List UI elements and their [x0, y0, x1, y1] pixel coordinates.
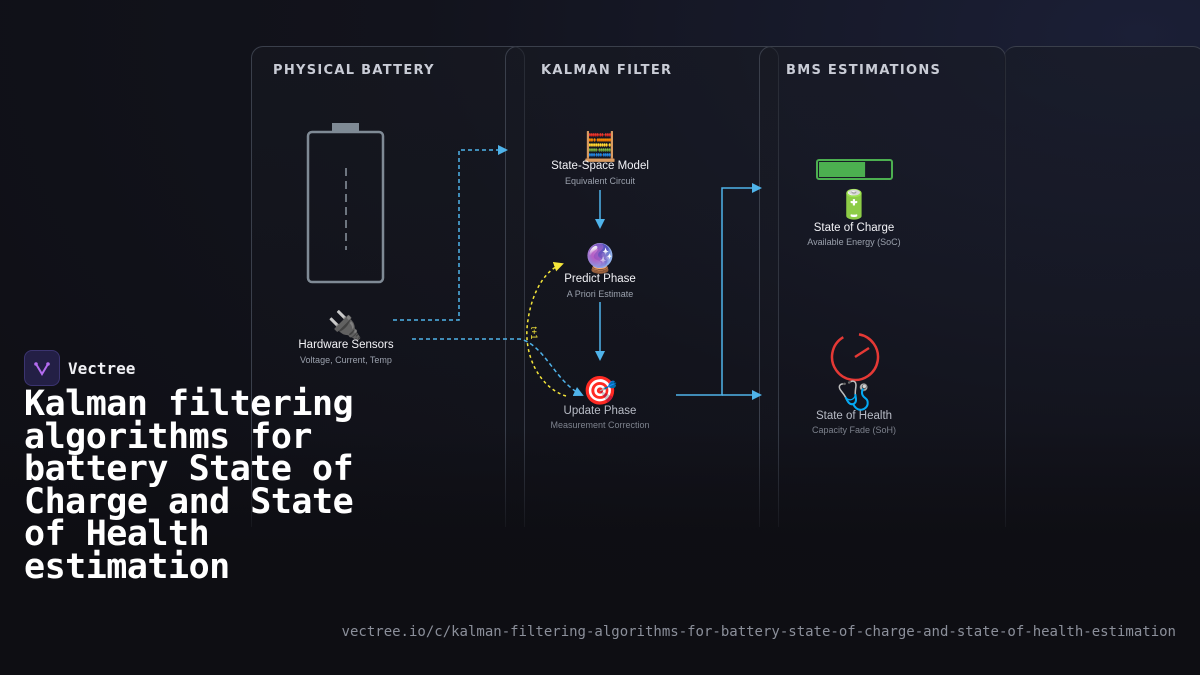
node-label: Predict Phase: [564, 273, 636, 285]
page-url: vectree.io/c/kalman-filtering-algorithms…: [341, 624, 1176, 640]
abacus-icon: 🧮: [583, 130, 618, 163]
update-node: 🎯 Update Phase Measurement Correction: [550, 374, 649, 430]
crystal-ball-icon: 🔮: [583, 242, 618, 275]
brand: Vectree: [24, 350, 135, 386]
battery-icon: 🔋: [837, 188, 872, 221]
brand-name: Vectree: [68, 358, 136, 378]
stethoscope-icon: 🩺: [837, 379, 872, 412]
target-icon: 🎯: [583, 374, 618, 407]
vectree-logo-icon: [24, 350, 60, 386]
node-sub: Voltage, Current, Temp: [300, 355, 392, 365]
node-sub: Available Energy (SoC): [807, 237, 900, 247]
sensors-to-update-arrow: [412, 338, 584, 397]
panel-title: BMS ESTIMATIONS: [786, 63, 942, 78]
node-label: State of Charge: [814, 222, 895, 234]
loop-label: t+1: [529, 327, 539, 340]
battery-outline: [306, 123, 385, 284]
node-sub: Equivalent Circuit: [565, 176, 636, 186]
sensors-to-model-arrow: [393, 145, 508, 321]
predict-node: 🔮 Predict Phase A Priori Estimate: [564, 242, 636, 299]
model-node: 🧮 State-Space Model Equivalent Circuit: [551, 130, 649, 186]
node-sub: Measurement Correction: [550, 420, 649, 430]
update-to-predict-loop: [526, 261, 567, 397]
soc-node: 🔋 State of Charge Available Energy (SoC): [807, 159, 901, 247]
plug-icon: 🔌: [328, 309, 363, 342]
page-title: Kalman filtering algorithms for battery …: [24, 384, 354, 587]
sensors-node: 🔌 Hardware Sensors Voltage, Current, Tem…: [298, 309, 393, 365]
update-to-soc-arrow: [676, 183, 762, 396]
soh-gauge: [830, 332, 880, 382]
node-label: State-Space Model: [551, 160, 649, 172]
panel-title: PHYSICAL BATTERY: [273, 63, 435, 78]
soh-gauge-needle: [854, 346, 870, 359]
node-sub: A Priori Estimate: [567, 289, 634, 299]
bottom-fade: [0, 430, 1200, 675]
soc-level-bar: [816, 159, 893, 180]
panel-title: KALMAN FILTER: [541, 63, 673, 78]
node-label: State of Health: [816, 410, 892, 422]
soc-level-fill: [819, 162, 866, 177]
node-label: Update Phase: [564, 405, 637, 417]
node-label: Hardware Sensors: [298, 339, 393, 351]
soh-node: 🩺 State of Health Capacity Fade (SoH): [812, 332, 896, 435]
